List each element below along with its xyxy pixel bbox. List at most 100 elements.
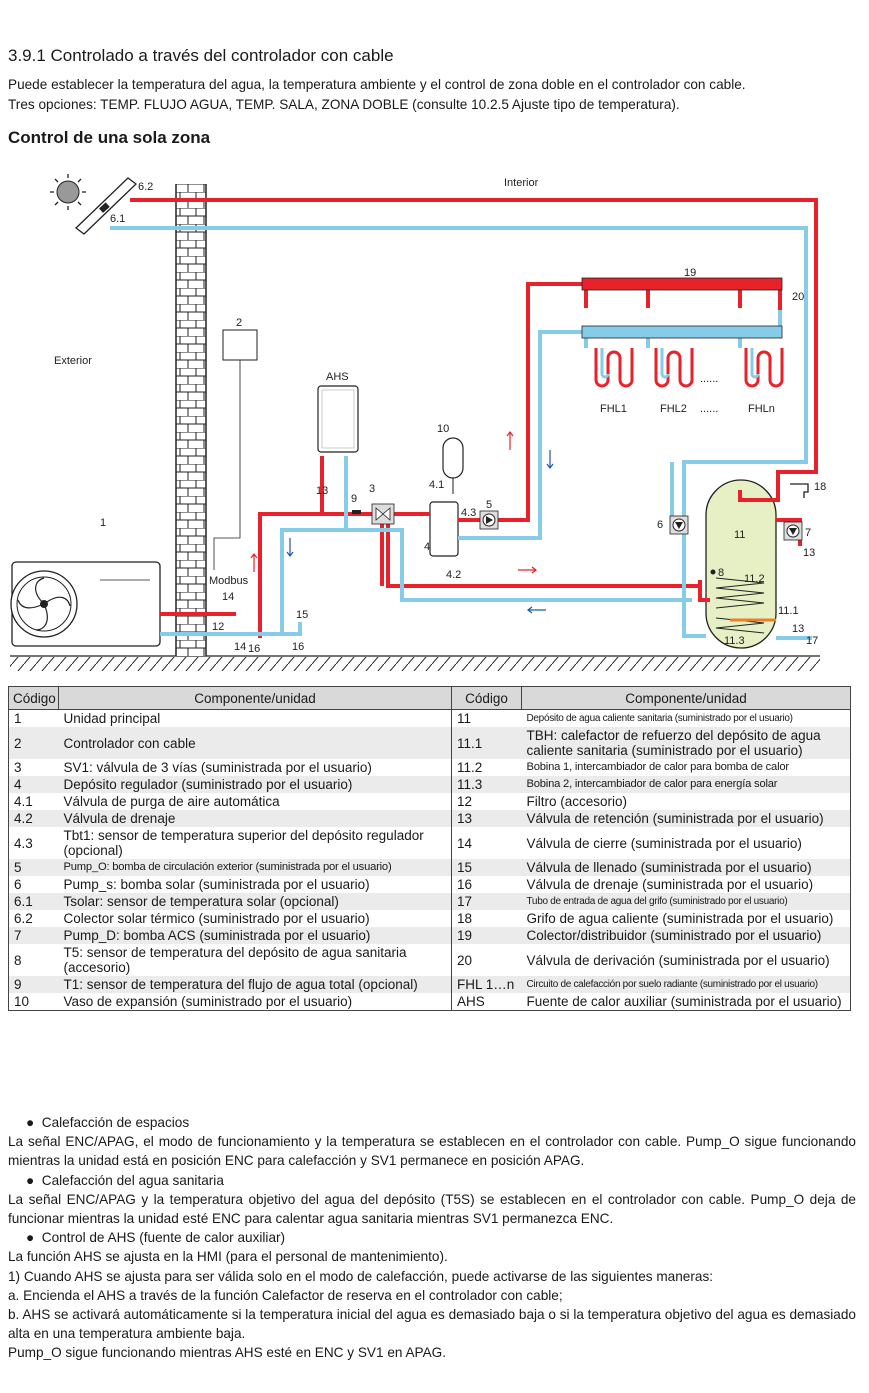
- callout-13-c: 13: [792, 623, 804, 635]
- subheading: Control de una sola zona: [8, 128, 211, 147]
- label-dots-1: ......: [700, 373, 718, 385]
- desc-cell: T5: sensor de temperatura del depósito d…: [58, 944, 452, 976]
- callout-6-2: 6.2: [138, 181, 153, 193]
- code-cell: 7: [8, 927, 59, 944]
- desc-cell: TBH: calefactor de refuerzo del depósito…: [521, 727, 851, 759]
- pump-s-icon: [669, 515, 689, 535]
- callout-14-b: 14: [234, 641, 246, 653]
- desc-cell: Válvula de cierre (suministrada por el u…: [521, 827, 851, 859]
- code-cell: 3: [8, 759, 59, 776]
- code-cell: 18: [457, 911, 473, 926]
- buffer-tank: [429, 501, 459, 557]
- desc-cell: Vaso de expansión (suministrado por el u…: [58, 993, 452, 1011]
- callout-1: 1: [100, 517, 106, 529]
- callout-18: 18: [814, 481, 826, 493]
- desc-cell: Pump_s: bomba solar (suministrada por el…: [58, 876, 452, 893]
- desc-cell: Válvula de drenaje: [58, 810, 452, 827]
- label-exterior: Exterior: [54, 355, 92, 367]
- code-cell: 10: [8, 993, 59, 1011]
- callout-4-1: 4.1: [429, 479, 444, 491]
- label-fhln: FHLn: [748, 403, 775, 415]
- callout-19: 19: [684, 267, 696, 279]
- callout-14-a: 14: [222, 591, 234, 603]
- intro-line-2: Tres opciones: TEMP. FLUJO AGUA, TEMP. S…: [8, 97, 680, 112]
- ground-line: [10, 655, 820, 671]
- label-dots-2: ......: [700, 403, 718, 415]
- code-cell: AHS: [451, 993, 522, 1011]
- callout-8: 8: [718, 567, 724, 579]
- section-title: 3.9.1 Controlado a través del controlado…: [8, 46, 394, 65]
- paragraph: a. Encienda el AHS a través de la funció…: [8, 1287, 563, 1303]
- paragraph: b. AHS se activará automáticamente si la…: [8, 1307, 856, 1342]
- t1-sensor: [352, 510, 361, 514]
- desc-cell: T1: sensor de temperatura del flujo de a…: [58, 976, 452, 993]
- desc-cell: Válvula de drenaje (suministrada por el …: [521, 876, 851, 893]
- code-cell: 8: [8, 944, 59, 976]
- code-cell: 17: [451, 893, 522, 910]
- three-way-valve-icon: [371, 503, 395, 525]
- desc-cell: Colector solar térmico (suministrado por…: [58, 910, 452, 927]
- paragraph: La función AHS se ajusta en la HMI (para…: [8, 1249, 448, 1265]
- paragraph: La señal ENC/APAG, el modo de funcionami…: [8, 1134, 856, 1169]
- code-cell: 13: [451, 810, 522, 827]
- code-cell: 5: [8, 859, 59, 876]
- callout-4-3: 4.3: [461, 507, 476, 519]
- bullet-dhw: ● Calefacción del agua sanitaria: [26, 1172, 224, 1188]
- callout-17: 17: [806, 635, 818, 647]
- solar-collector: [74, 177, 138, 235]
- desc-cell: Bobina 2, intercambiador de calor para e…: [521, 776, 851, 793]
- desc-cell: Válvula de llenado (suministrada por el …: [521, 859, 851, 876]
- brick-wall: [175, 184, 207, 656]
- code-cell: 6: [8, 876, 59, 893]
- desc-cell: Fuente de calor auxiliar (suministrada p…: [521, 993, 851, 1011]
- callout-11-2: 11.2: [744, 573, 765, 585]
- code-cell: 20: [457, 952, 473, 968]
- callout-6: 6: [657, 519, 663, 531]
- code-cell: 11: [457, 711, 472, 726]
- dhw-tank: [705, 479, 777, 649]
- header-component-2: Componente/unidad: [521, 686, 851, 710]
- desc-cell: Tbt1: sensor de temperatura superior del…: [58, 827, 452, 859]
- header-code-1: Código: [8, 686, 59, 710]
- callout-6-1: 6.1: [110, 213, 125, 225]
- code-cell: 6.2: [8, 910, 59, 927]
- callout-15: 15: [296, 609, 308, 621]
- desc-cell: Pump_O: bomba de circulación exterior (s…: [58, 859, 452, 876]
- header-component-1: Componente/unidad: [58, 686, 452, 710]
- sun-icon: [50, 174, 86, 210]
- manifold-return: [581, 325, 783, 339]
- callout-7: 7: [805, 527, 811, 539]
- desc-cell: Pump_D: bomba ACS (suministrada por el u…: [58, 927, 452, 944]
- callout-13-a: 13: [316, 485, 328, 497]
- code-cell: 11.2: [457, 760, 483, 775]
- callout-11-1: 11.1: [778, 605, 799, 617]
- callout-5: 5: [486, 499, 492, 511]
- code-cell: 11.3: [451, 776, 522, 793]
- code-cell: 4: [8, 776, 59, 793]
- pump-o-icon: [479, 510, 499, 530]
- table-header-row: Código Componente/unidad Código Componen…: [8, 686, 851, 710]
- code-cell: 16: [457, 877, 473, 892]
- bullet-space-heating: ● Calefacción de espacios: [26, 1115, 190, 1130]
- callout-9: 9: [351, 493, 357, 505]
- desc-cell: Colector/distribuidor (suministrado por …: [521, 927, 851, 944]
- component-table: Código Componente/unidad Código Componen…: [8, 686, 851, 1011]
- callout-11: 11: [734, 529, 745, 541]
- code-cell: 4.3: [8, 827, 59, 859]
- desc-cell: Grifo de agua caliente (suministrada por…: [521, 910, 851, 927]
- expansion-vessel: [442, 437, 464, 494]
- callout-4-2: 4.2: [446, 569, 461, 581]
- hot-tap-icon: [790, 483, 809, 498]
- main-unit: [10, 561, 161, 647]
- paragraph: La señal ENC/APAG y la temperatura objet…: [8, 1191, 856, 1227]
- callout-20: 20: [792, 291, 804, 303]
- pump-d-icon: [783, 521, 803, 541]
- intro-line-1: Puede establecer la temperatura del agua…: [8, 77, 746, 92]
